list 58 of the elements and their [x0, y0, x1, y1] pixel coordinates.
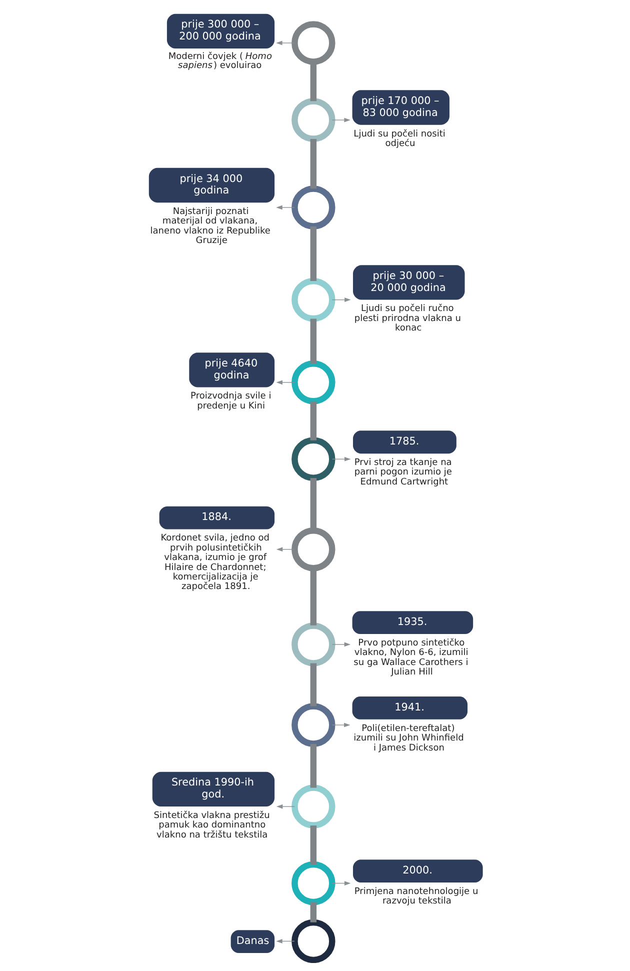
node-box: 1884.: [158, 506, 274, 530]
node-label: Kordonet svila, jedno od prvih polusintetičkih vlakana, izumio je grof Hilaire de Chardonnet; komercijalizacija je započela 1891.: [160, 534, 270, 592]
node-label: Primjena nanotehnologije u razvoju tekstila: [354, 886, 478, 907]
arrow: [276, 40, 294, 46]
node-box: prije 300 000 – 200 000 godina: [166, 14, 274, 49]
connector: [310, 226, 316, 281]
node-label: Najstariji poznati materijal od vlakana, laneno vlakno iz Republike Gruzije: [150, 207, 270, 246]
node-label: Sintetička vlakna prestižu pamuk kao dominantno vlakno na tržištu tekstila: [153, 810, 270, 840]
node-box: 1941.: [352, 696, 468, 720]
connector: [310, 663, 316, 706]
node-label: Prvo potpuno sintetičko vlakno, Nylon 6-6, izumili su ga Wallace Carothers i Julian Hill: [353, 638, 468, 678]
connector: [310, 568, 316, 626]
node-box: Danas: [230, 930, 274, 954]
arrow: [331, 456, 350, 462]
node-circle: [291, 919, 335, 963]
arrow: [276, 939, 294, 944]
node-circle: [291, 861, 335, 906]
node-box: 1935.: [352, 611, 473, 634]
arrow: [331, 118, 350, 122]
node-box: prije 170 000 – 83 000 godina: [352, 90, 449, 125]
connector: [310, 902, 316, 922]
arrow: [331, 722, 350, 728]
connector: [310, 62, 316, 102]
node-box: prije 4640 godina: [188, 352, 274, 388]
node-box: prije 30 000 – 20 000 godina: [352, 265, 464, 300]
node-circle: [291, 703, 335, 747]
node-circle: [291, 278, 335, 322]
node-circle: [291, 360, 335, 404]
arrow: [331, 881, 350, 886]
arrow: [276, 547, 294, 552]
node-circle: [291, 98, 335, 142]
node-label: Ljudi su počeli nositi odjeću: [353, 129, 445, 149]
arrow: [276, 804, 294, 809]
node-circle: [291, 186, 335, 230]
node-box: 1785.: [352, 430, 456, 454]
node-label: Moderni čovjek (Homo sapiens) evoluirao: [168, 52, 272, 72]
connector: [310, 138, 316, 189]
node-label: Prvi stroj za tkanje na parni pogon izumio je Edmund Cartwright: [354, 458, 452, 488]
node-circle: [291, 437, 335, 481]
arrow: [331, 642, 350, 647]
arrow: [276, 205, 294, 210]
arrow: [331, 298, 350, 302]
node-label: Poli(etilen-tereftalat) izumili su John Whinfield i James Dickson: [353, 724, 464, 754]
node-label: Ljudi su počeli ručno plesti prirodna vlakna u konac: [354, 304, 460, 334]
arrow: [276, 380, 294, 385]
node-circle: [291, 528, 335, 572]
connector: [310, 478, 316, 530]
node-circle: [291, 622, 335, 666]
node-label: Proizvodnja svile i predenje u Kini: [190, 392, 271, 412]
connector: [310, 318, 316, 364]
connector: [310, 401, 316, 440]
node-circle: [291, 784, 335, 828]
node-box: 2000.: [352, 860, 482, 883]
connector: [310, 744, 316, 788]
node-circle: [291, 21, 335, 65]
node-box: prije 34 000 godina: [148, 168, 274, 203]
node-box: Sredina 1990-ih god.: [152, 772, 274, 807]
connector: [310, 825, 316, 864]
